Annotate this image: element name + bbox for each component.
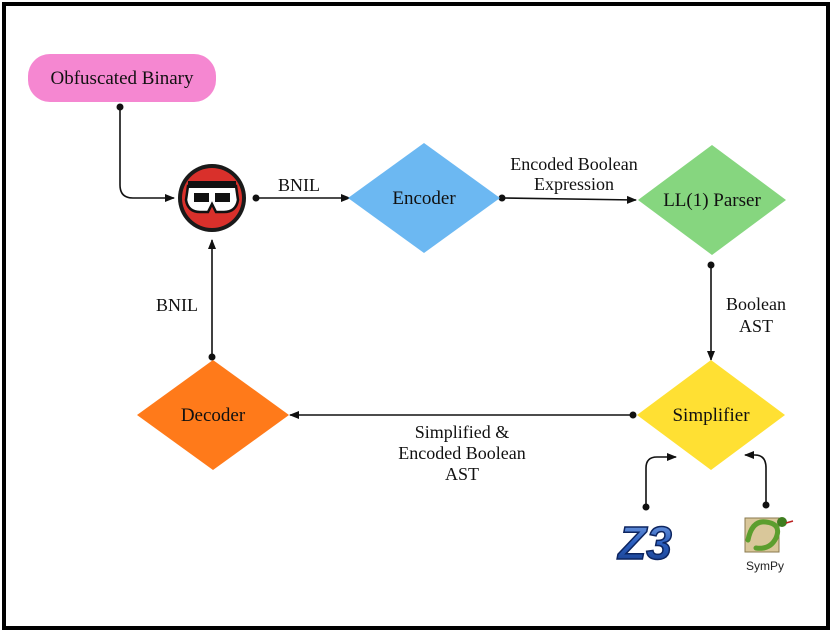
edge-label-bnil-tool: BNIL: [156, 295, 198, 315]
edge-dots: [116, 103, 770, 511]
node-decoder-label: Decoder: [181, 405, 246, 426]
edge-z3-to-simplifier: [645, 453, 677, 507]
edge-label-encoded-expression-1: Encoded Boolean: [510, 154, 637, 174]
z3-logo-text: Z3: [616, 517, 672, 569]
disassembler-icon: [178, 164, 246, 232]
edge-labels: BNIL Encoded Boolean Expression Boolean …: [156, 154, 786, 484]
node-obfuscated-binary: Obfuscated Binary: [28, 54, 216, 102]
z3-logo: Z3: [615, 516, 673, 570]
sympy-snake-icon: [744, 517, 794, 553]
sympy-logo: SymPy: [744, 517, 794, 573]
edge-binary-to-tool: [119, 107, 175, 202]
node-obfuscated-binary-label: Obfuscated Binary: [51, 68, 194, 89]
node-ll1-parser-label: LL(1) Parser: [663, 190, 761, 211]
node-decoder: Decoder: [137, 360, 289, 470]
edge-sympy-to-simplifier: [744, 451, 767, 505]
edge-label-bnil-encoder: BNIL: [278, 175, 320, 195]
node-encoder: Encoder: [348, 143, 500, 253]
edge-label-simplified-2: Encoded Boolean: [398, 443, 525, 463]
node-simplifier-label: Simplifier: [672, 405, 750, 426]
edge-label-boolean-ast-1: Boolean: [726, 294, 786, 314]
edges: [119, 107, 767, 507]
sympy-logo-text: SymPy: [746, 559, 784, 573]
edge-label-simplified-3: AST: [445, 464, 479, 484]
node-simplifier: Simplifier: [637, 360, 785, 470]
edge-label-encoded-expression-2: Expression: [534, 174, 614, 194]
node-ll1-parser: LL(1) Parser: [638, 145, 786, 255]
edge-label-boolean-ast-2: AST: [739, 316, 773, 336]
edge-encoder-to-parser: [501, 195, 637, 204]
edge-label-simplified-1: Simplified &: [415, 422, 510, 442]
node-encoder-label: Encoder: [392, 188, 456, 209]
